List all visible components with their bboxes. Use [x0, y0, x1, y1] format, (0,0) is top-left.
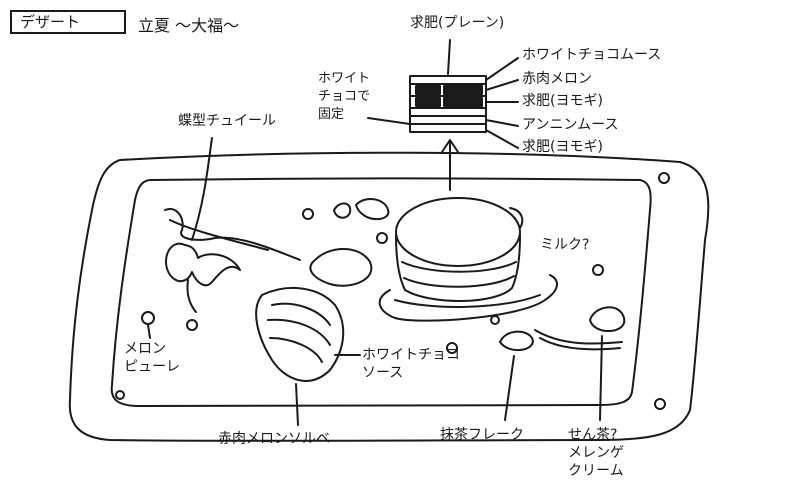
page-title: 立夏 〜大福〜	[138, 16, 240, 35]
category-label: デザート	[20, 13, 81, 31]
stack-top-label: 求肥(プレーン)	[410, 15, 505, 31]
sorbet	[255, 287, 345, 382]
butterfly-label: 蝶型チュイール	[178, 113, 276, 129]
stack-icon	[409, 75, 487, 133]
stack-left-label: ホワイト チョコで 固定	[318, 71, 371, 122]
meringue-label: せん茶? メレンゲ クリーム	[568, 427, 624, 479]
butterfly-tuile	[165, 242, 241, 287]
stack-layer-4: アンニンムース	[522, 117, 619, 133]
matcha-label: 抹茶フレーク	[440, 427, 524, 443]
stack-layer-5: 求肥(ヨモギ)	[522, 139, 603, 155]
category-box: デザート	[10, 10, 126, 34]
stack-layer-2: 赤肉メロン	[522, 71, 592, 87]
cake-top	[395, 197, 521, 267]
melon-puree-label: メロン ピューレ	[124, 341, 180, 375]
white-choco-sauce-label: ホワイトチョコ ソース	[362, 347, 460, 381]
sorbet-label: 赤肉メロンソルベ	[218, 431, 330, 447]
stack-layer-3: 求肥(ヨモギ)	[522, 93, 603, 109]
plate-outer-rim	[68, 151, 710, 442]
stack-layer-1: ホワイトチョコムース	[522, 47, 662, 63]
milk-label: ミルク?	[540, 237, 590, 253]
